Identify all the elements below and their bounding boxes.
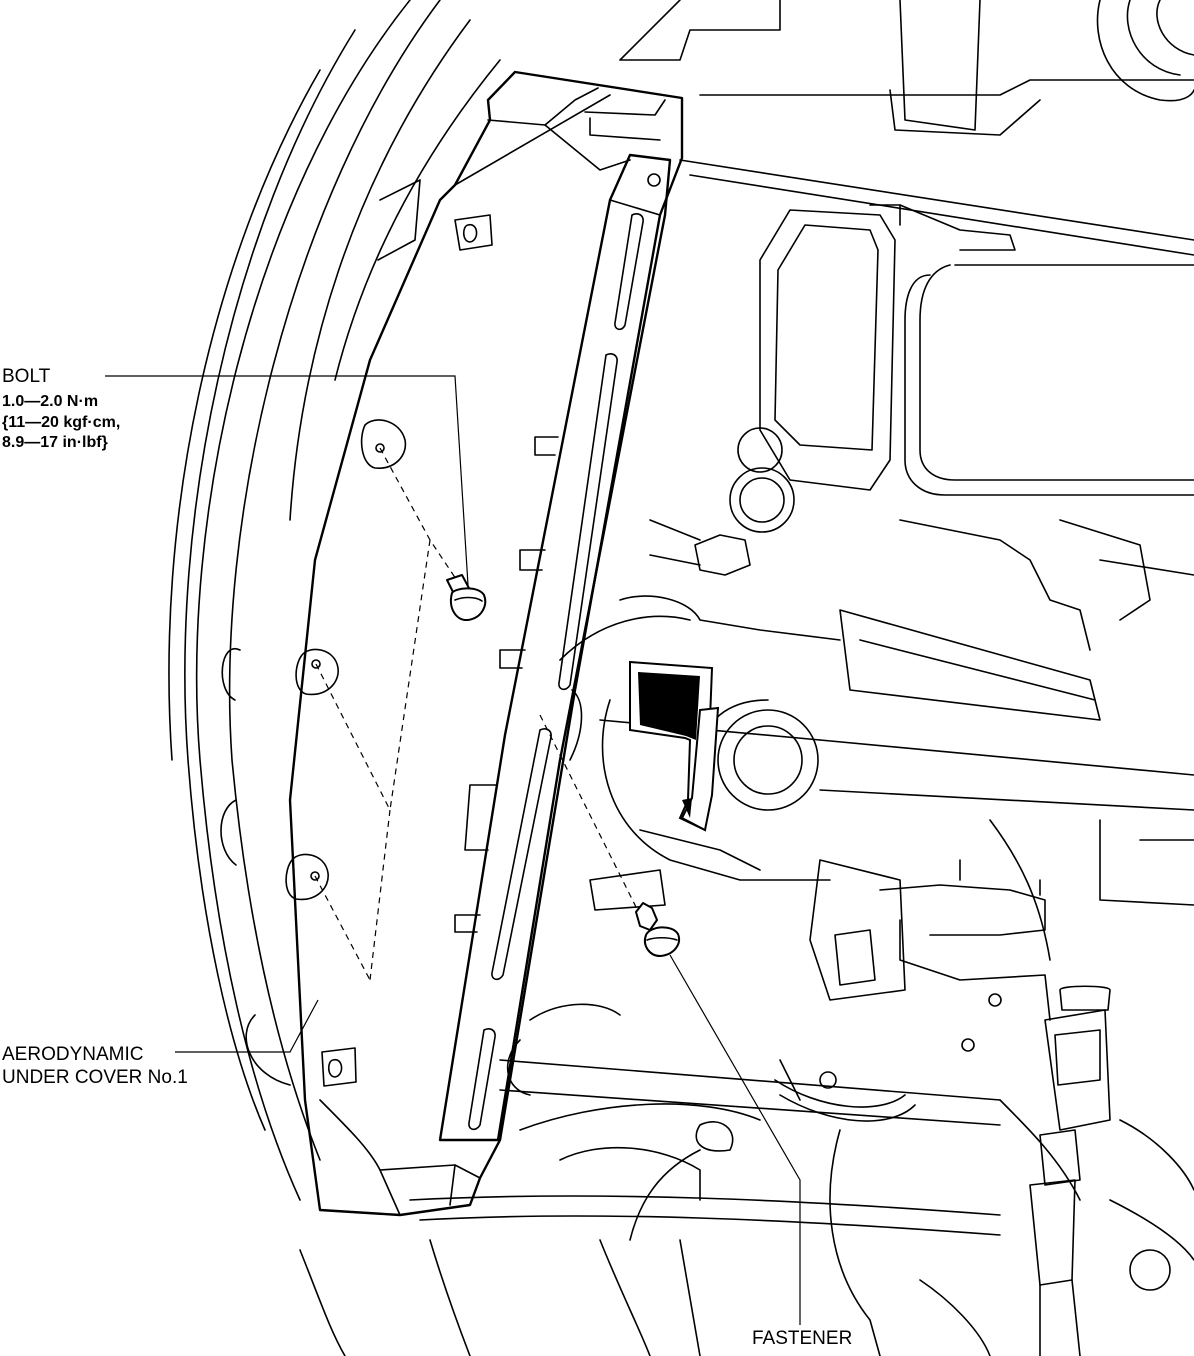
bolt-hole-top [360,419,407,469]
lower-slot-hole [321,1047,357,1087]
fastener-label: FASTENER [752,1328,853,1349]
bolt-part [446,574,487,622]
cover-rail [438,153,672,1142]
bolt-torque-nm: 1.0—2.0 N·m [2,392,99,410]
cover-callout: AERODYNAMIC UNDER COVER No.1 [2,1044,188,1090]
cover-mounting-holes [285,214,493,1087]
fastener-leader [669,954,801,1325]
upper-slot-hole [454,214,493,251]
bolt-hole-middle [295,648,339,696]
wheel-arch-fender [168,0,501,1356]
installation-guide-lines [314,447,641,981]
engine-compartment-background [409,0,1194,1356]
black-bracket [629,660,720,832]
bolt-leader [105,375,469,586]
bolt-label: BOLT [2,366,51,387]
bolt-torque-kgfcm: {11—20 kgf·cm, [2,413,121,431]
fastener-part [635,902,680,957]
bolt-callout: BOLT 1.0—2.0 N·m {11—20 kgf·cm, 8.9—17 i… [2,366,120,454]
cover-label-line1: AERODYNAMIC [2,1044,144,1065]
bolt-torque-inlbf: 8.9—17 in·lbf} [2,434,108,452]
cover-leader [175,999,319,1053]
leader-lines [105,375,801,1325]
cover-label-line2: UNDER COVER No.1 [2,1066,188,1088]
bolt-hole-bottom [285,853,329,901]
